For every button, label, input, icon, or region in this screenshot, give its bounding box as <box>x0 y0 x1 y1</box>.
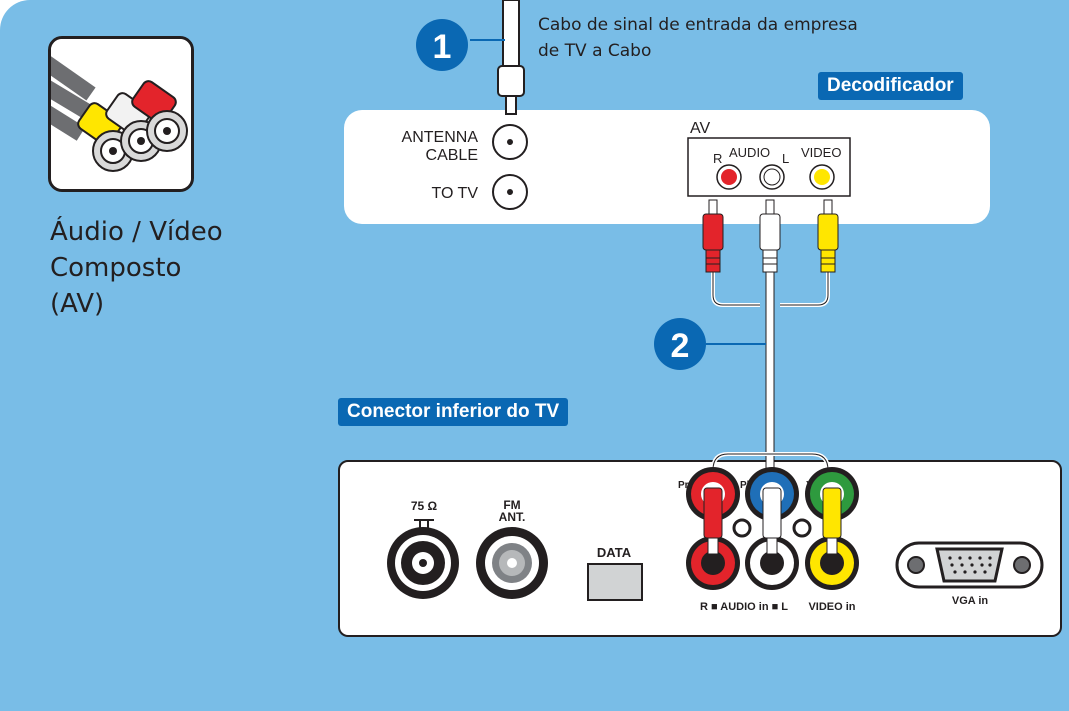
decoder-video-jack-icon <box>809 164 835 190</box>
pr-label: Pr <box>678 480 689 491</box>
ohm-label: 75 Ω <box>411 499 438 513</box>
av-caption-line: (AV) <box>50 289 105 319</box>
cable-label-line: de TV a Cabo <box>538 41 652 61</box>
av-title: AV <box>690 120 710 137</box>
av-caption-line: Áudio / Vídeo <box>50 217 223 247</box>
incoming-coax-cable <box>497 0 525 115</box>
audio-r-in-jack-icon <box>686 536 740 590</box>
tv-connector-tag: Conector inferior do TV <box>338 398 569 426</box>
antenna-label-line: ANTENNA <box>402 129 479 146</box>
decoder-audio-l-jack-icon <box>759 164 785 190</box>
yellow-rca-plug-icon <box>817 199 839 273</box>
white-plug-inserted-icon <box>762 487 782 555</box>
cable-input-label: Cabo de sinal de entrada da empresa de T… <box>538 12 938 64</box>
av-audio-label: AUDIO <box>729 145 770 160</box>
data-port-label: DATA <box>597 545 632 560</box>
av-video-label: VIDEO <box>801 145 841 160</box>
antenna-jack-icon <box>492 124 528 160</box>
step-1-number: 1 <box>433 28 452 66</box>
av-cable <box>702 199 839 501</box>
fm-label-line: ANT. <box>499 510 526 524</box>
decoder-tag: Decodificador <box>818 72 963 100</box>
data-port-icon <box>587 563 643 601</box>
audio-l-in-jack-icon <box>745 536 799 590</box>
step-2-badge <box>654 318 706 370</box>
antenna-75-ohm-jack-icon <box>387 527 459 599</box>
antenna-label-line: CABLE <box>426 147 478 164</box>
av-caption-line: Composto <box>50 253 182 283</box>
av-cable-thumbnail <box>48 36 194 192</box>
video-in-label: VIDEO in <box>808 601 855 613</box>
av-l-label: L <box>782 151 789 166</box>
step-1-badge <box>416 19 468 71</box>
to-tv-jack-icon <box>492 174 528 210</box>
audio-in-label: R ■ AUDIO in ■ L <box>700 601 788 613</box>
av-plugs-illustration <box>51 39 191 189</box>
yellow-plug-inserted-icon <box>822 487 842 555</box>
red-rca-plug-icon <box>702 199 724 273</box>
vga-in-label: VGA in <box>952 595 989 607</box>
video-in-jack-icon <box>805 536 859 590</box>
cable-label-line: Cabo de sinal de entrada da empresa <box>538 15 858 35</box>
decoder-panel <box>344 110 990 224</box>
decoder-audio-r-jack-icon <box>716 164 742 190</box>
fm-label-line: FM <box>503 498 520 512</box>
step-2-number: 2 <box>671 327 690 365</box>
av-r-label: R <box>713 151 722 166</box>
white-rca-plug-icon <box>759 199 781 273</box>
vga-port-icon <box>895 541 1044 589</box>
red-plug-icon <box>131 80 188 152</box>
fm-antenna-jack-icon <box>476 527 548 599</box>
av-caption: Áudio / Vídeo Composto (AV) <box>50 214 270 322</box>
red-plug-inserted-icon <box>703 487 723 555</box>
to-tv-label: TO TV <box>431 185 478 202</box>
